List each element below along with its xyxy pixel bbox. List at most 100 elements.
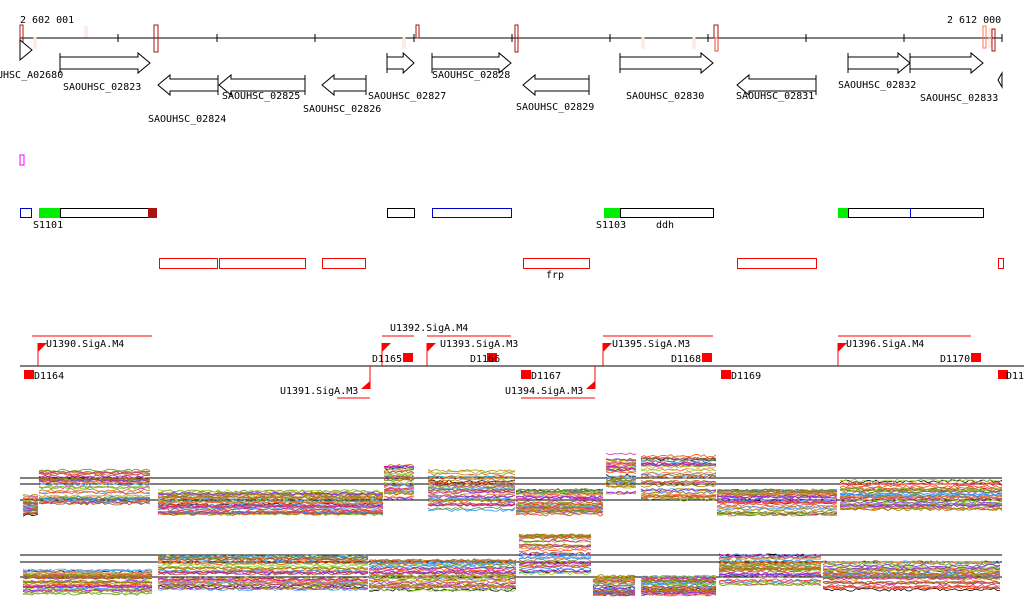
expression-trace	[157, 577, 369, 582]
promoter-flag-icon[interactable]	[361, 381, 370, 389]
promoter-flag-icon[interactable]	[382, 343, 391, 352]
promoter-flag-icon[interactable]	[586, 381, 595, 389]
terminator-label[interactable]: D1165	[372, 354, 402, 365]
expression-trace	[157, 501, 383, 506]
gene-arrow-right-icon[interactable]	[909, 51, 984, 75]
feature-box[interactable]	[219, 258, 306, 269]
gene-arrow-left-icon[interactable]	[218, 73, 306, 97]
gene-arrow-right-icon[interactable]	[431, 51, 512, 75]
terminator-icon[interactable]	[403, 353, 413, 362]
feature-box[interactable]	[523, 258, 590, 269]
promoter-label[interactable]: U1396.SigA.M4	[846, 339, 924, 350]
terminator-label[interactable]: D11	[1006, 371, 1024, 382]
feature-box[interactable]	[604, 208, 621, 218]
expression-trace	[22, 496, 39, 500]
promoter-flag-icon[interactable]	[427, 343, 436, 352]
feature-box[interactable]	[148, 208, 157, 218]
feature-box[interactable]	[737, 258, 817, 269]
terminator-icon[interactable]	[721, 370, 731, 379]
terminator-icon[interactable]	[24, 370, 34, 379]
gene-label[interactable]: SAOUHSC_02830	[626, 91, 704, 102]
gene-label[interactable]: SAOUHSC_02827	[368, 91, 446, 102]
expression-trace	[640, 497, 717, 502]
terminator-icon[interactable]	[998, 370, 1008, 379]
feature-box[interactable]	[998, 258, 1004, 269]
feature-box[interactable]	[60, 208, 149, 218]
gene-label[interactable]: SAOUHSC_02828	[432, 70, 510, 81]
gene-label[interactable]: UHSC_A02680	[0, 70, 63, 81]
feature-box[interactable]	[910, 208, 984, 218]
promoter-flag-icon[interactable]	[838, 343, 847, 352]
gene-label[interactable]: SAOUHSC_02832	[838, 80, 916, 91]
feature-box[interactable]	[39, 208, 61, 218]
expression-trace	[718, 574, 822, 578]
transcript-marker	[641, 37, 645, 49]
gene-label[interactable]: SAOUHSC_02829	[516, 102, 594, 113]
terminator-icon[interactable]	[521, 370, 531, 379]
gene-label[interactable]: SAOUHSC_02825	[222, 91, 300, 102]
expression-trace	[427, 489, 516, 494]
terminator-label[interactable]: D1166	[470, 354, 500, 365]
expression-trace	[822, 577, 1001, 582]
expression-trace	[157, 571, 369, 576]
gene-arrow-left-icon[interactable]	[157, 73, 219, 97]
expression-trace	[157, 577, 369, 582]
expression-tracks	[20, 452, 1003, 597]
expression-trace	[22, 580, 153, 585]
expression-trace	[427, 488, 516, 493]
expression-trace	[427, 503, 516, 507]
terminator-icon[interactable]	[971, 353, 981, 362]
terminator-icon[interactable]	[487, 353, 497, 362]
feature-box[interactable]	[620, 208, 714, 218]
gene-label[interactable]: SAOUHSC_02826	[303, 104, 381, 115]
expression-trace	[518, 533, 592, 538]
promoter-label[interactable]: U1390.SigA.M4	[46, 339, 124, 350]
gene-label[interactable]: SAOUHSC_02833	[920, 93, 998, 104]
gene-label[interactable]: SAOUHSC_02824	[148, 114, 226, 125]
expression-trace	[640, 453, 717, 458]
feature-box[interactable]	[322, 258, 366, 269]
gene-arrow-right-icon[interactable]	[19, 38, 33, 62]
feature-box[interactable]	[848, 208, 911, 218]
feature-box[interactable]	[387, 208, 415, 218]
expression-trace	[383, 489, 415, 493]
terminator-label[interactable]: D1170	[940, 354, 970, 365]
feature-box[interactable]	[432, 208, 512, 218]
promoter-label[interactable]: U1393.SigA.M3	[440, 339, 518, 350]
gene-arrow-left-icon[interactable]	[736, 73, 817, 97]
terminator-label[interactable]: D1169	[731, 371, 761, 382]
promoter-label[interactable]: U1395.SigA.M3	[612, 339, 690, 350]
gene-arrow-right-icon[interactable]	[619, 51, 714, 75]
gene-arrow-right-icon[interactable]	[847, 51, 911, 75]
gene-arrow-right-icon[interactable]	[59, 51, 151, 75]
terminator-label[interactable]: D1167	[531, 371, 561, 382]
expression-trace	[157, 506, 384, 510]
expression-trace	[718, 559, 821, 564]
terminator-icon[interactable]	[702, 353, 712, 362]
gene-arrow-left-icon[interactable]	[522, 73, 590, 97]
promoter-flag-icon[interactable]	[38, 343, 47, 352]
expression-trace	[640, 490, 717, 495]
feature-box[interactable]	[20, 208, 32, 218]
expression-trace	[822, 569, 1001, 573]
promoter-flag-icon[interactable]	[603, 343, 612, 352]
expression-trace	[22, 571, 153, 575]
gene-arrow-right-icon[interactable]	[386, 51, 415, 75]
expression-trace	[640, 589, 717, 594]
feature-box[interactable]	[159, 258, 218, 269]
promoter-label[interactable]: U1394.SigA.M3	[505, 386, 583, 397]
expression-trace	[383, 476, 415, 480]
gene-arrow-left-icon[interactable]	[321, 73, 367, 97]
promoter-label[interactable]: U1392.SigA.M4	[390, 323, 468, 334]
gene-label[interactable]: SAOUHSC_02831	[736, 91, 814, 102]
promoter-label[interactable]: U1391.SigA.M3	[280, 386, 358, 397]
terminator-label[interactable]: D1164	[34, 371, 64, 382]
terminator-label[interactable]: D1168	[671, 354, 701, 365]
gene-label[interactable]: SAOUHSC_02823	[63, 82, 141, 93]
gene-arrow-left-icon[interactable]	[997, 71, 1003, 89]
expression-trace	[157, 566, 369, 571]
expression-trace	[839, 498, 1003, 503]
expression-trace	[716, 489, 837, 493]
feature-box[interactable]	[838, 208, 849, 218]
